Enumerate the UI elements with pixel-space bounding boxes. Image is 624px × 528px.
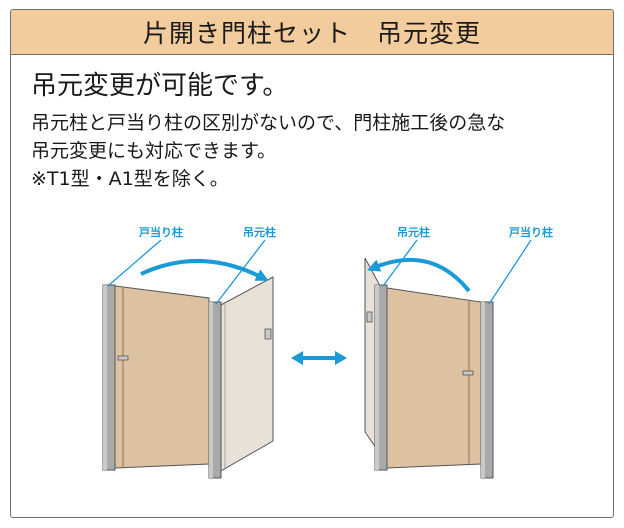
body-line-2: 吊元変更にも対応できます。	[31, 140, 277, 162]
headline: 吊元変更が可能です。	[31, 71, 289, 101]
swap-arrow	[291, 351, 347, 365]
left-label-hinge-post: 吊元柱	[243, 225, 276, 239]
header-bar: 片開き門柱セット 吊元変更	[11, 10, 613, 55]
left-door-panel	[114, 285, 210, 469]
left-handle	[117, 355, 129, 361]
right-gate: 吊元柱 戸当り柱	[364, 225, 553, 479]
header-title: 片開き門柱セット 吊元変更	[142, 19, 481, 48]
info-card: 片開き門柱セット 吊元変更 吊元変更が可能です。 吊元柱と戸当り柱の区別がないの…	[10, 9, 614, 518]
right-label-hinge-post: 吊元柱	[397, 225, 430, 239]
left-gate: 戸当り柱 吊元柱	[102, 225, 276, 479]
left-label-door-stop-post: 戸当り柱	[139, 225, 183, 239]
right-door-panel	[386, 287, 482, 469]
gate-illustration: 戸当り柱 吊元柱	[102, 225, 553, 479]
right-swing-arrow	[367, 257, 471, 293]
body-line-1: 吊元柱と戸当り柱の区別がないので、門柱施工後の急な	[31, 112, 506, 134]
description: 吊元変更が可能です。 吊元柱と戸当り柱の区別がないので、門柱施工後の急な 吊元変…	[11, 55, 613, 193]
body-line-3: ※T1型・A1型を除く。	[31, 168, 229, 190]
left-open-leaf	[218, 276, 274, 473]
left-swing-arrow	[140, 259, 269, 281]
right-label-door-stop-post: 戸当り柱	[509, 225, 553, 239]
right-handle	[462, 370, 474, 376]
